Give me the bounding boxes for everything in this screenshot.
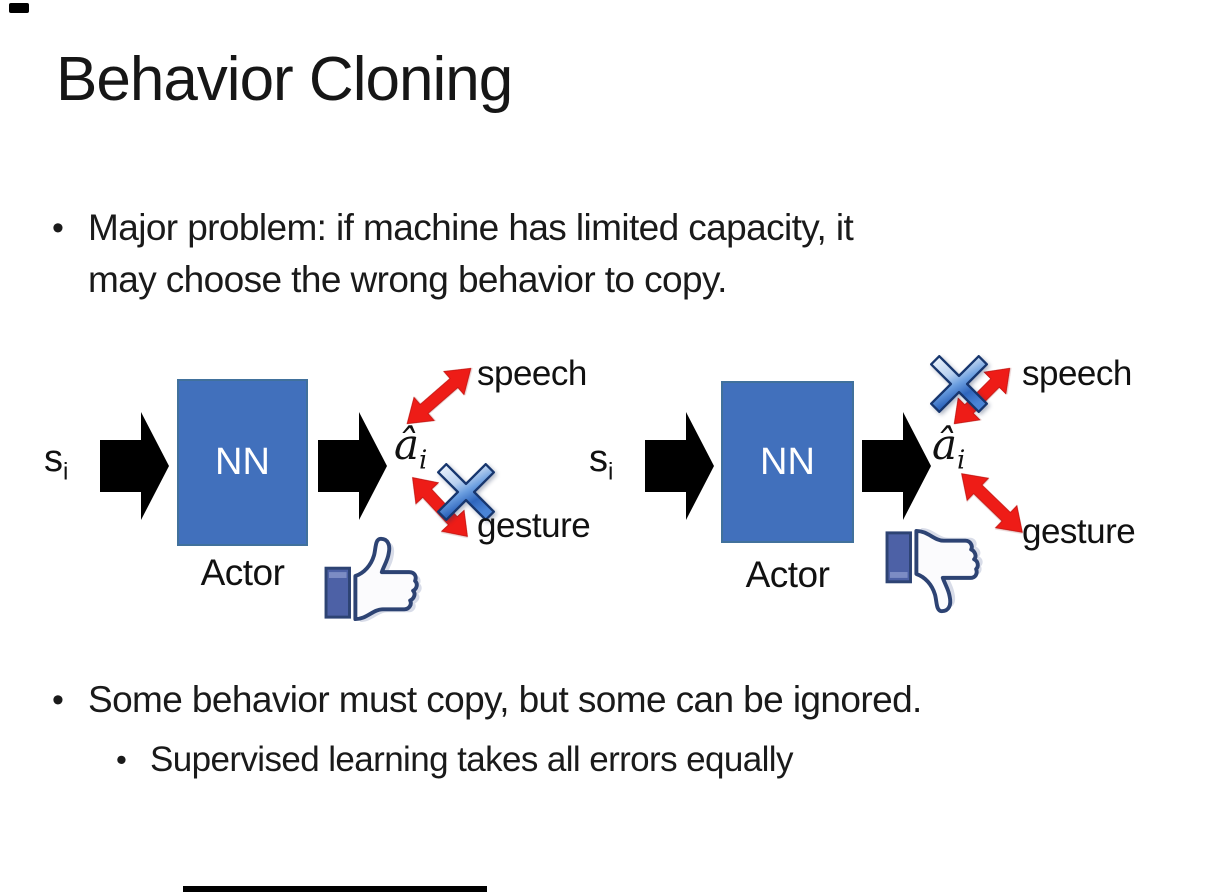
left-nn-box: NN xyxy=(177,379,308,546)
left-output-action-label: âi xyxy=(394,420,427,475)
right-nn-label: NN xyxy=(760,440,815,483)
bullet-major-problem-line2: may choose the wrong behavior to copy. xyxy=(88,259,727,300)
right-output-arrow-icon xyxy=(862,412,931,520)
right-speech-label: speech xyxy=(1022,354,1132,393)
left-input-state-label: si xyxy=(44,438,68,487)
bullet-major-problem-line1: Major problem: if machine has limited ca… xyxy=(88,207,854,248)
left-input-arrow-icon xyxy=(100,412,169,520)
left-cross-out-icon xyxy=(437,463,495,521)
bullet-dot: • xyxy=(116,742,127,777)
state-subscript: i xyxy=(63,458,69,486)
left-gesture-label: gesture xyxy=(477,506,591,545)
action-subscript: i xyxy=(419,445,428,476)
bullet-dot: • xyxy=(52,209,64,247)
bottom-progress-bar xyxy=(183,886,487,892)
left-speech-double-arrow-icon xyxy=(406,367,472,425)
bullet-some-behavior-text: Some behavior must copy, but some can be… xyxy=(88,679,922,720)
right-input-state-label: si xyxy=(589,438,613,487)
right-output-action-label: âi xyxy=(932,420,965,475)
bullet-supervised-learning: • Supervised learning takes all errors e… xyxy=(116,735,1156,784)
right-nn-box: NN xyxy=(721,381,854,543)
action-symbol: â xyxy=(932,420,958,469)
action-symbol: â xyxy=(394,420,420,469)
state-symbol: s xyxy=(44,438,63,480)
top-left-mark xyxy=(9,3,29,13)
right-cross-out-icon xyxy=(930,355,988,413)
left-output-arrow-icon xyxy=(318,412,387,520)
action-subscript: i xyxy=(957,445,966,476)
right-speech-double-arrow-icon xyxy=(953,367,1011,425)
right-gesture-double-arrow-icon xyxy=(961,473,1023,533)
right-actor-caption: Actor xyxy=(745,554,830,595)
right-gesture-label: gesture xyxy=(1022,512,1136,551)
thumbs-down-icon xyxy=(885,527,985,614)
left-speech-label: speech xyxy=(477,354,587,393)
bullet-some-behavior: • Some behavior must copy, but some can … xyxy=(52,674,1172,726)
state-subscript: i xyxy=(608,458,614,486)
thumbs-up-icon xyxy=(324,536,424,623)
bullet-major-problem: • Major problem: if machine has limited … xyxy=(52,202,1172,306)
page-title: Behavior Cloning xyxy=(56,45,513,114)
left-gesture-double-arrow-icon xyxy=(412,477,468,537)
state-symbol: s xyxy=(589,438,608,480)
left-actor-caption: Actor xyxy=(200,552,285,593)
bullet-supervised-learning-text: Supervised learning takes all errors equ… xyxy=(150,740,793,779)
right-input-arrow-icon xyxy=(645,412,714,520)
bullet-dot: • xyxy=(52,681,64,719)
left-nn-label: NN xyxy=(215,441,270,483)
